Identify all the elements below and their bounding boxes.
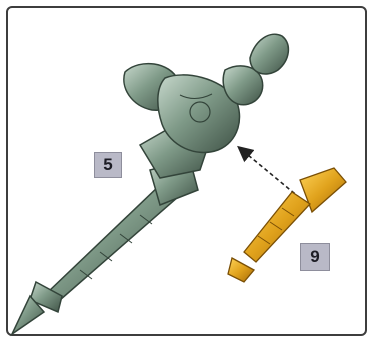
part-number-9: 9 — [300, 243, 330, 271]
part-number-5: 5 — [94, 152, 122, 178]
ornate-staff-icon — [12, 34, 288, 334]
dashed-arrow-icon — [242, 150, 300, 198]
